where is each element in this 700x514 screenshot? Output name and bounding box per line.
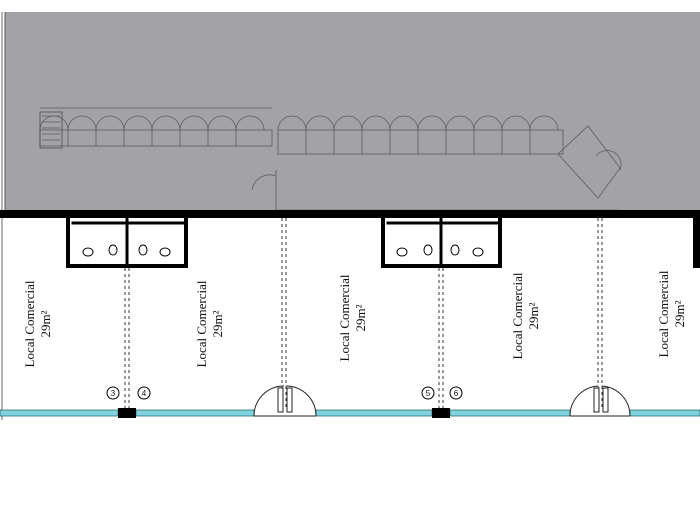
unit-area: 29m² (672, 300, 687, 327)
entry-door-2 (569, 385, 631, 417)
unit-area: 29m² (353, 304, 368, 331)
unit-name: Local Comercial (510, 272, 525, 359)
grid-marker-6: 6 (449, 386, 463, 400)
unit-label-2: Local Comercial 29m² (194, 280, 225, 367)
unit-name: Local Comercial (656, 270, 671, 357)
unit-label-5: Local Comercial 29m² (656, 270, 687, 357)
partition-lines (124, 218, 603, 410)
unit-name: Local Comercial (337, 274, 352, 361)
unit-name: Local Comercial (22, 280, 37, 367)
svg-text:3: 3 (111, 389, 116, 398)
grid-marker-5: 5 (421, 386, 435, 400)
column-2 (432, 408, 450, 418)
unit-label-3: Local Comercial 29m² (337, 274, 368, 361)
grid-marker-3: 3 (106, 386, 120, 400)
restroom-block-2 (381, 218, 502, 268)
unit-label-4: Local Comercial 29m² (510, 272, 541, 359)
unit-area: 29m² (38, 310, 53, 337)
unit-label-1: Local Comercial 29m² (22, 280, 53, 367)
column-1 (118, 408, 136, 418)
unit-name: Local Comercial (194, 280, 209, 367)
entry-door-1 (253, 385, 317, 417)
restroom-block-1 (66, 218, 188, 268)
unit-area: 29m² (210, 310, 225, 337)
svg-text:4: 4 (142, 389, 147, 398)
svg-text:5: 5 (426, 389, 431, 398)
grid-marker-4: 4 (137, 386, 151, 400)
restroom-block-3-edge (693, 218, 700, 268)
unit-area: 29m² (526, 302, 541, 329)
gallery-area (5, 12, 700, 210)
main-wall (0, 210, 700, 218)
svg-text:6: 6 (454, 389, 459, 398)
